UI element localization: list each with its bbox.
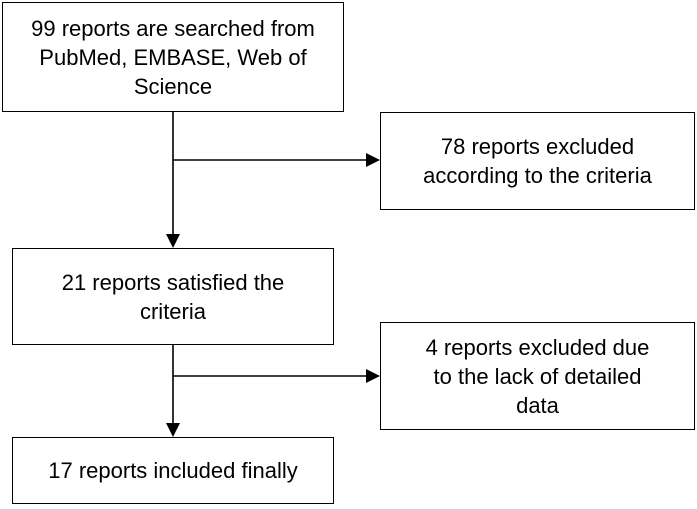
included-text: 17 reports included finally (48, 458, 298, 483)
excluded-criteria-text: 78 reports excluded according to the cri… (423, 134, 652, 188)
search-box: 99 reports are searched from PubMed, EMB… (2, 2, 344, 112)
satisfied-box: 21 reports satisfied the criteria (12, 248, 334, 345)
arrowhead-to-excluded-criteria (366, 153, 380, 167)
arrowhead-to-included (166, 423, 180, 437)
excluded-lack-box: 4 reports excluded due to the lack of de… (380, 322, 695, 430)
arrowhead-to-satisfied (166, 234, 180, 248)
arrowhead-to-excluded-lack (366, 369, 380, 383)
satisfied-text: 21 reports satisfied the criteria (61, 269, 285, 324)
excluded-criteria-box: 78 reports excluded according to the cri… (380, 112, 695, 210)
included-box: 17 reports included finally (12, 437, 334, 504)
search-box-text: 99 reports are searched from PubMed, EMB… (31, 15, 315, 99)
excluded-lack-text: 4 reports excluded due to the lack of de… (425, 334, 650, 418)
